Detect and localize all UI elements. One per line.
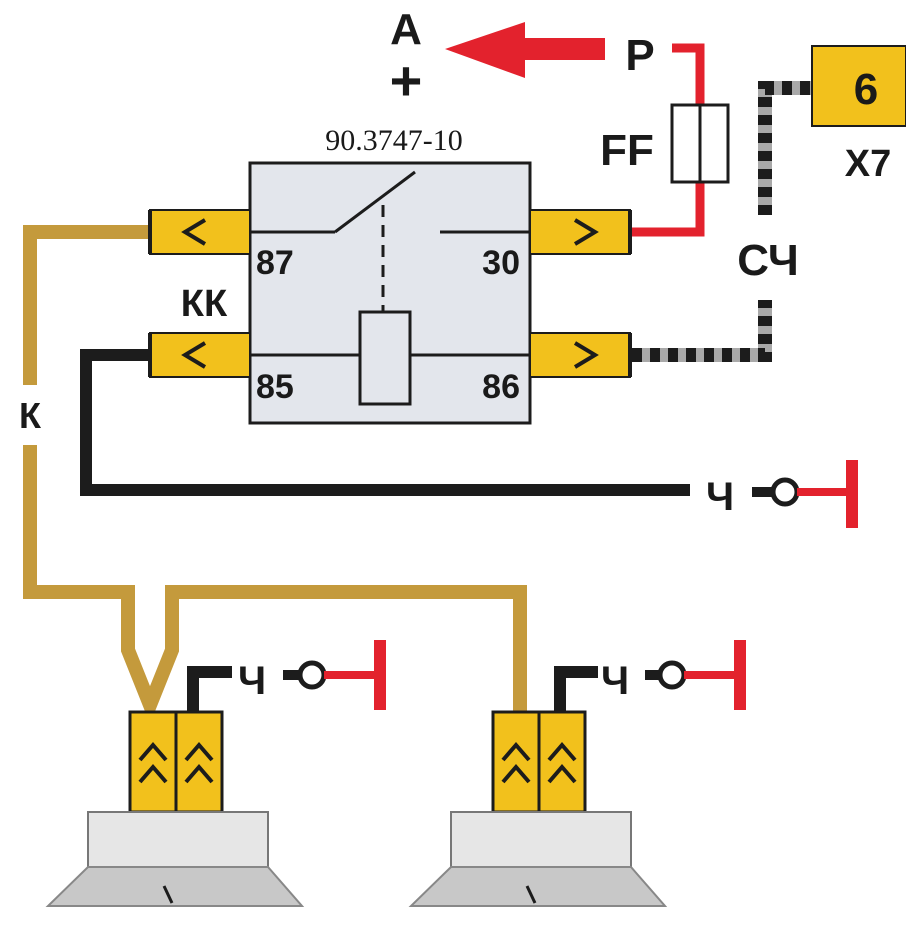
power-arrow bbox=[445, 22, 605, 78]
fuse-label: FF bbox=[600, 126, 654, 175]
pin-30-label: 30 bbox=[482, 244, 520, 282]
power-sign: + bbox=[390, 49, 423, 112]
relay-switch bbox=[250, 170, 530, 312]
right-horn: Ч bbox=[408, 640, 746, 907]
brown-wire-label: К bbox=[19, 395, 42, 436]
power-letter: A bbox=[390, 5, 422, 54]
terminal-87 bbox=[148, 209, 251, 255]
red-wire-label: P bbox=[625, 31, 654, 80]
pin-85-label: 85 bbox=[256, 368, 294, 406]
x7-pin-label: 6 bbox=[854, 65, 878, 114]
left-horn-body bbox=[87, 811, 269, 868]
black-wire-85 bbox=[80, 349, 690, 496]
red-wire-path bbox=[632, 182, 705, 237]
grey-black-wire-label: СЧ bbox=[737, 236, 799, 285]
brown-wire-lower bbox=[23, 445, 527, 724]
red-wire-top bbox=[672, 43, 705, 105]
brown-wire bbox=[23, 225, 527, 724]
grey-black-wire bbox=[632, 81, 815, 362]
left-horn-ground-wire bbox=[187, 666, 232, 715]
pin-86-label: 86 bbox=[482, 368, 520, 406]
right-horn-ground-label: Ч bbox=[601, 659, 629, 703]
relay-coil bbox=[250, 310, 530, 406]
x7-connector-label: X7 bbox=[845, 143, 891, 185]
relay-connector-label: КК bbox=[181, 283, 228, 325]
right-horn-cone bbox=[408, 866, 668, 907]
right-horn-body bbox=[450, 811, 632, 868]
left-horn-ground-label: Ч bbox=[238, 659, 266, 703]
relay-part-number: 90.3747-10 bbox=[325, 124, 463, 157]
brown-wire-main bbox=[23, 225, 150, 385]
red-wire bbox=[632, 43, 705, 237]
left-horn-cone bbox=[45, 866, 305, 907]
terminal-86 bbox=[529, 332, 632, 378]
ground-symbol-main bbox=[752, 460, 858, 528]
terminal-85 bbox=[148, 332, 251, 378]
terminal-30 bbox=[529, 209, 632, 255]
x7-connector bbox=[811, 45, 906, 127]
ground-wire-main-label: Ч bbox=[706, 475, 734, 519]
black-wire-85-path bbox=[80, 349, 690, 496]
left-horn: Ч bbox=[45, 640, 386, 907]
right-horn-ground-wire bbox=[554, 666, 598, 715]
pin-87-label: 87 bbox=[256, 244, 294, 282]
